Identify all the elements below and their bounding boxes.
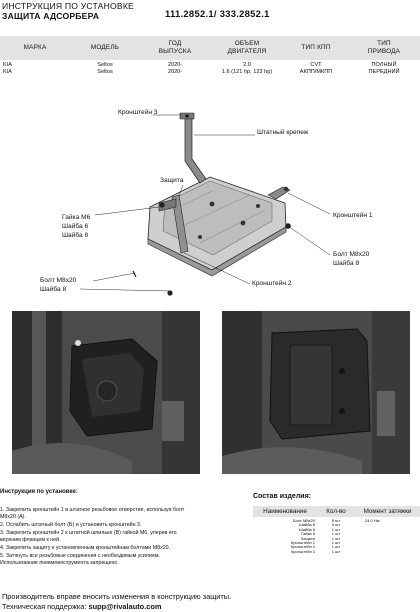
support-email-link[interactable]: supp@rivalauto.com: [88, 601, 162, 611]
header-instruction-title: ИНСТРУКЦИЯ ПО УСТАНОВКЕ: [2, 1, 134, 11]
bracket-3-drawing: [179, 112, 207, 184]
bracket-1-drawing: [267, 186, 291, 200]
label-bracket-2: Кронштейн 2: [252, 280, 292, 287]
guard-plate-drawing: [147, 176, 287, 277]
label-standard-mount: Штатный крепеж: [257, 129, 309, 136]
instruction-step: 4. Закрепить защиту к установленным крон…: [0, 545, 171, 552]
label-bracket-1: Кронштейн 1: [333, 212, 373, 219]
label-bolt-right: Болт M8x20 Шайба 8: [333, 251, 370, 267]
footer-support: Техническая поддержка: supp@rivalauto.co…: [2, 601, 162, 611]
parts-title: Состав изделия:: [253, 493, 311, 500]
photo-before-install: [12, 311, 200, 474]
parts-header-qty: Кол-во: [317, 506, 355, 517]
instruction-step: 5. Затянуть все резьбовые соединения с н…: [0, 552, 161, 559]
header-article-codes: 111.2852.1/ 333.2852.1: [165, 8, 270, 19]
document-footer: Производитель вправе вносить изменения в…: [2, 592, 231, 611]
spec-header-cell: ТИП КПП: [284, 36, 348, 60]
instruction-step: 3. Закрепить кронштейн 2 к штатной шпиль…: [0, 529, 177, 544]
label-bracket-3: Кронштейн 3: [118, 109, 158, 116]
header-product-name: ЗАЩИТА АДСОРБЕРА: [2, 11, 100, 21]
leader-lines: [79, 114, 331, 292]
document-header: ИНСТРУКЦИЯ ПО УСТАНОВКЕ ЗАЩИТА АДСОРБЕРА…: [0, 0, 420, 24]
label-nut-m6-washers: Гайка М6 Шайба 6 Шайба 8: [62, 214, 91, 239]
spec-cell: 2020-2020-: [167, 62, 183, 75]
parts-header-row: Наименование Кол-во Момент затяжки: [253, 506, 420, 517]
parts-header-name: Наименование: [253, 506, 317, 517]
assembly-diagram: Кронштейн 3 Штатный крепеж Защита Гайка …: [0, 95, 420, 305]
parts-header-torque: Момент затяжки: [355, 506, 420, 517]
instruction-note: Использование пневмоинструмента запрещен…: [0, 560, 119, 567]
installation-instructions: Инструкция по установке: 1. Закрепить кр…: [0, 488, 250, 568]
parts-list: Состав изделия: Наименование Кол-во Моме…: [253, 493, 420, 554]
label-guard: Защита: [160, 177, 184, 184]
instruction-step: 1. Закрепить кронштейн 1 в штатное резьб…: [0, 506, 185, 521]
spec-header-cell: МОДЕЛЬ: [70, 36, 140, 60]
footer-disclaimer: Производитель вправе вносить изменения в…: [2, 592, 232, 601]
parts-table: Наименование Кол-во Момент затяжки Болт …: [253, 506, 420, 554]
instructions-title: Инструкция по установке:: [0, 489, 78, 495]
bracket-2-drawing: [158, 194, 189, 254]
assembly-drawing: [79, 112, 331, 296]
instruction-step: 2. Ослабить штатный болт (Б) и установит…: [0, 522, 142, 529]
photo-after-install: [222, 311, 410, 474]
spec-header-cell: МАРКА: [0, 36, 70, 60]
label-bolt-left: Болт M8x20 Шайба 8: [40, 277, 77, 293]
